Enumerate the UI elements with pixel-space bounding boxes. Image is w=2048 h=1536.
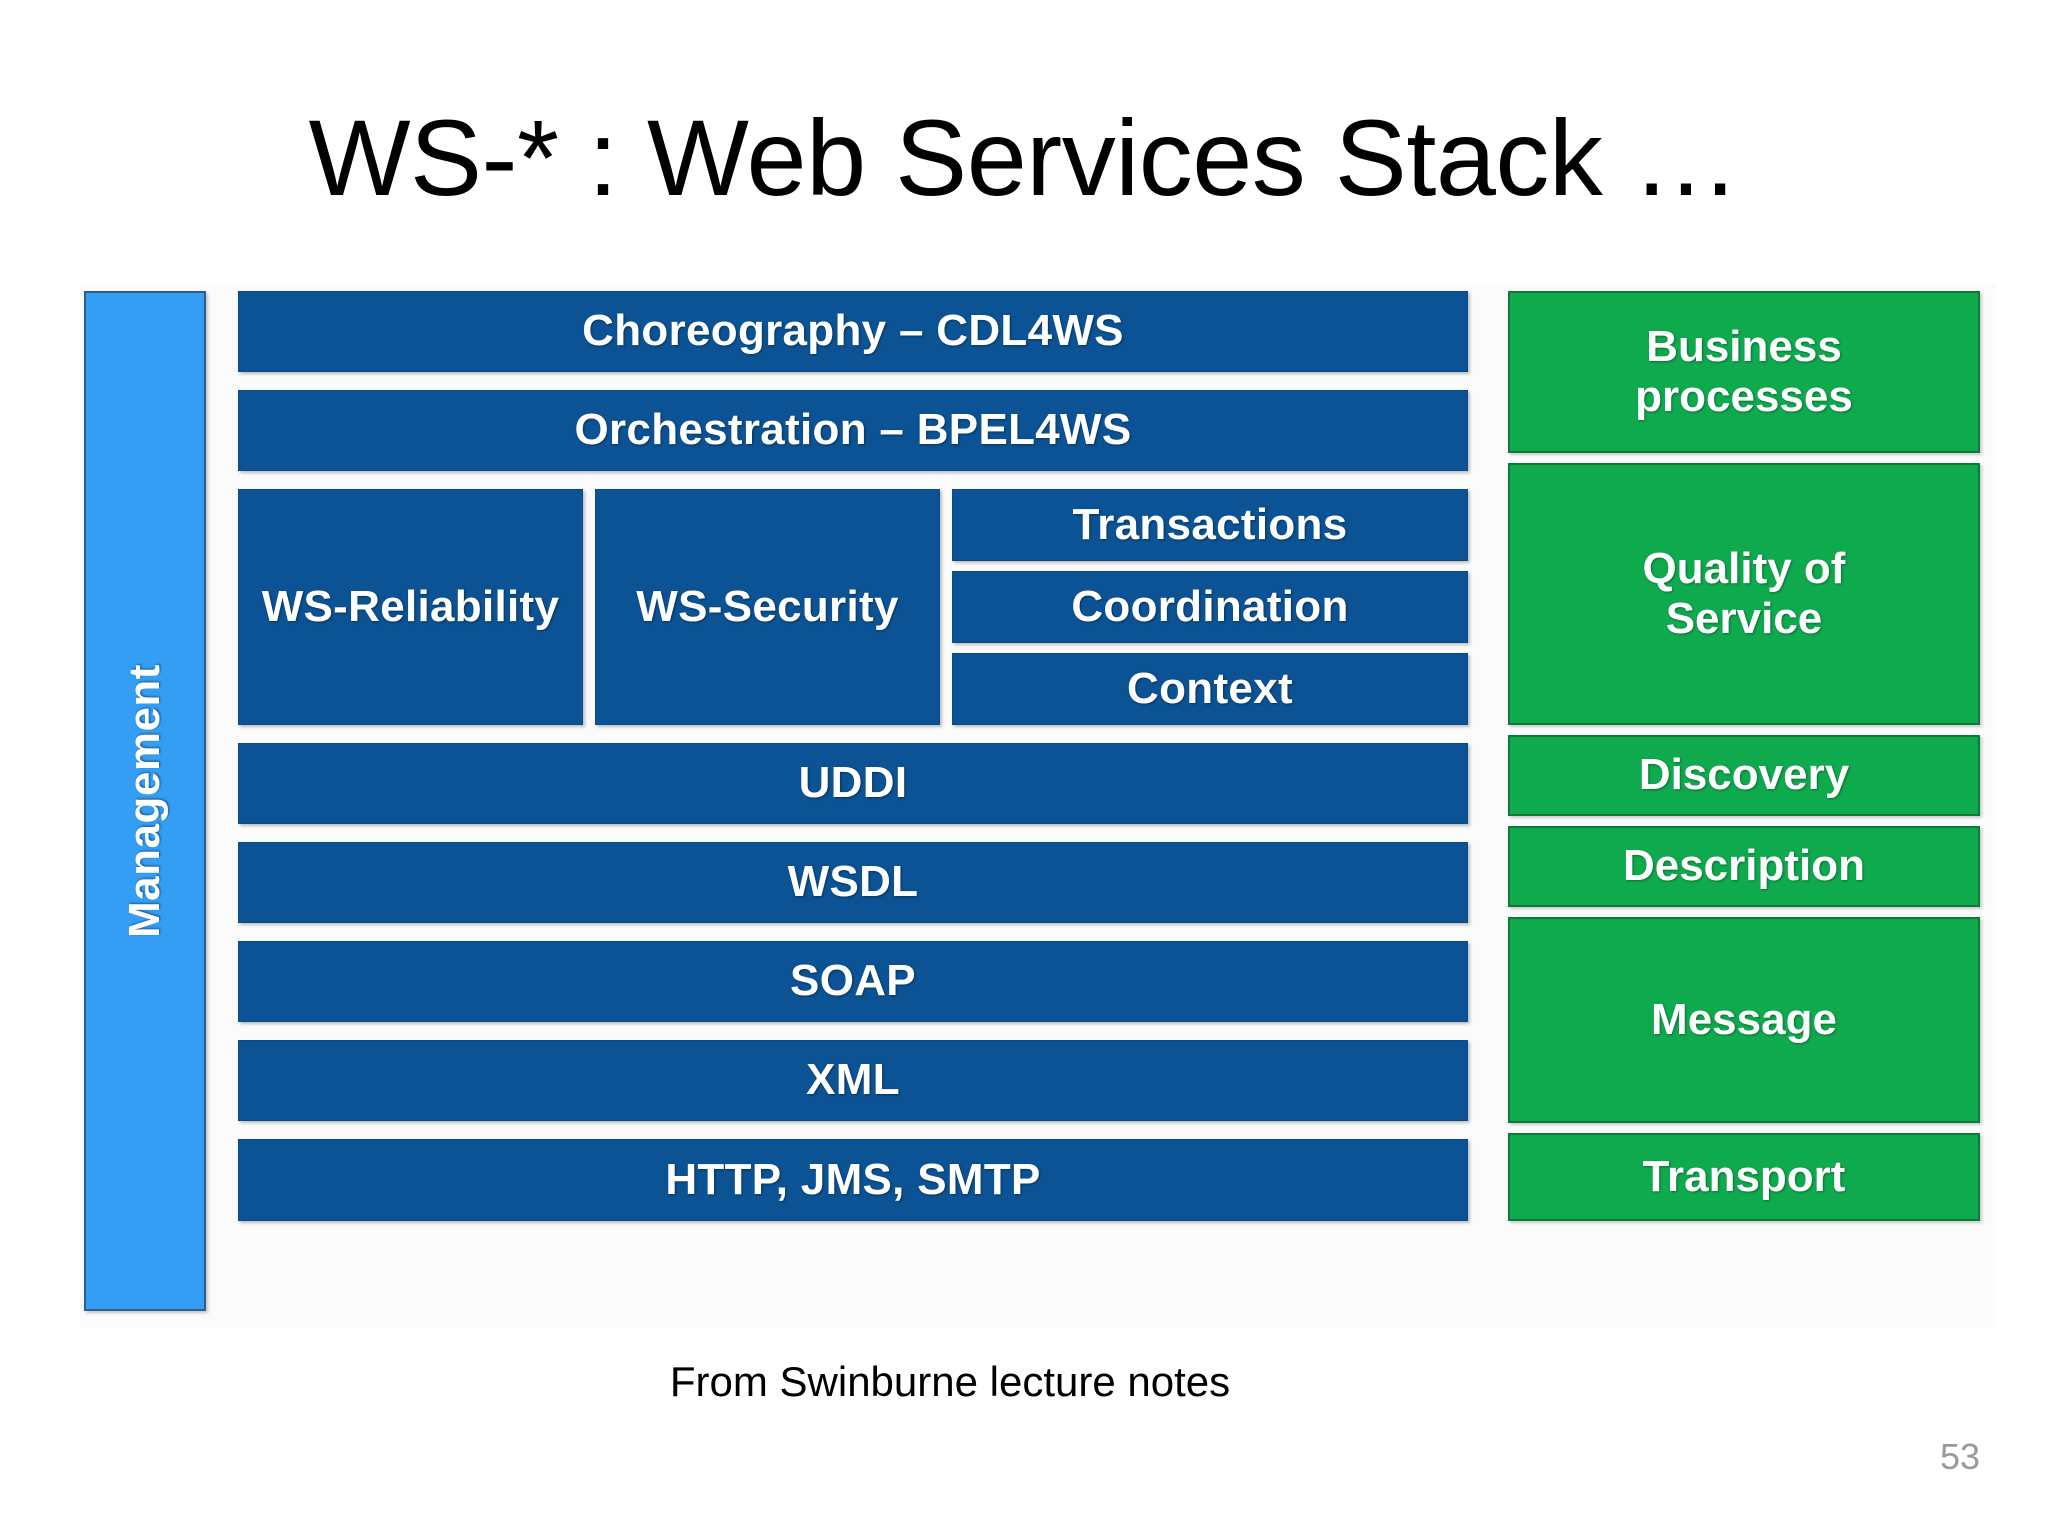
stack-row-wsdl: WSDL <box>238 842 1468 923</box>
stack-row-choreography: Choreography – CDL4WS <box>238 291 1468 372</box>
qos-middle-block: WS-Reliability WS-Security Transactions … <box>238 489 1468 725</box>
stack-box-coordination: Coordination <box>952 571 1468 643</box>
stack-box-ws-reliability: WS-Reliability <box>238 489 583 725</box>
stack-row-soap: SOAP <box>238 941 1468 1022</box>
category-quality-of-service-text: Quality of Service <box>1643 544 1846 644</box>
category-column: Business processes Quality of Service Di… <box>1508 291 1980 1311</box>
page-number: 53 <box>1939 1436 1980 1477</box>
category-line-2: processes <box>1635 372 1853 421</box>
category-message: Message <box>1508 917 1980 1123</box>
category-transport: Transport <box>1508 1133 1980 1221</box>
stack-row-uddi: UDDI <box>238 743 1468 824</box>
management-bar: Management <box>84 291 206 1311</box>
stack-box-transactions: Transactions <box>952 489 1468 561</box>
management-label: Management <box>120 664 169 938</box>
stack-row-xml: XML <box>238 1040 1468 1121</box>
category-business-processes-text: Business processes <box>1635 322 1853 422</box>
protocol-stack-column: Choreography – CDL4WS Orchestration – BP… <box>238 291 1468 1311</box>
stack-row-orchestration: Orchestration – BPEL4WS <box>238 390 1468 471</box>
category-line-1: Business <box>1646 321 1842 371</box>
category-business-processes: Business processes <box>1508 291 1980 453</box>
page-title: WS-* : Web Services Stack … <box>308 97 1740 218</box>
source-caption: From Swinburne lecture notes <box>669 1358 1231 1405</box>
stack-row-transport-protocols: HTTP, JMS, SMTP <box>238 1139 1468 1221</box>
category-line-1: Quality of <box>1642 543 1846 593</box>
category-description: Description <box>1508 826 1980 907</box>
category-quality-of-service: Quality of Service <box>1508 463 1980 725</box>
category-line-2: Service <box>1665 594 1823 643</box>
ws-stack-diagram: Management Choreography – CDL4WS Orchest… <box>80 284 1996 1328</box>
stack-box-context: Context <box>952 653 1468 725</box>
category-discovery: Discovery <box>1508 735 1980 816</box>
stack-box-ws-security: WS-Security <box>595 489 940 725</box>
